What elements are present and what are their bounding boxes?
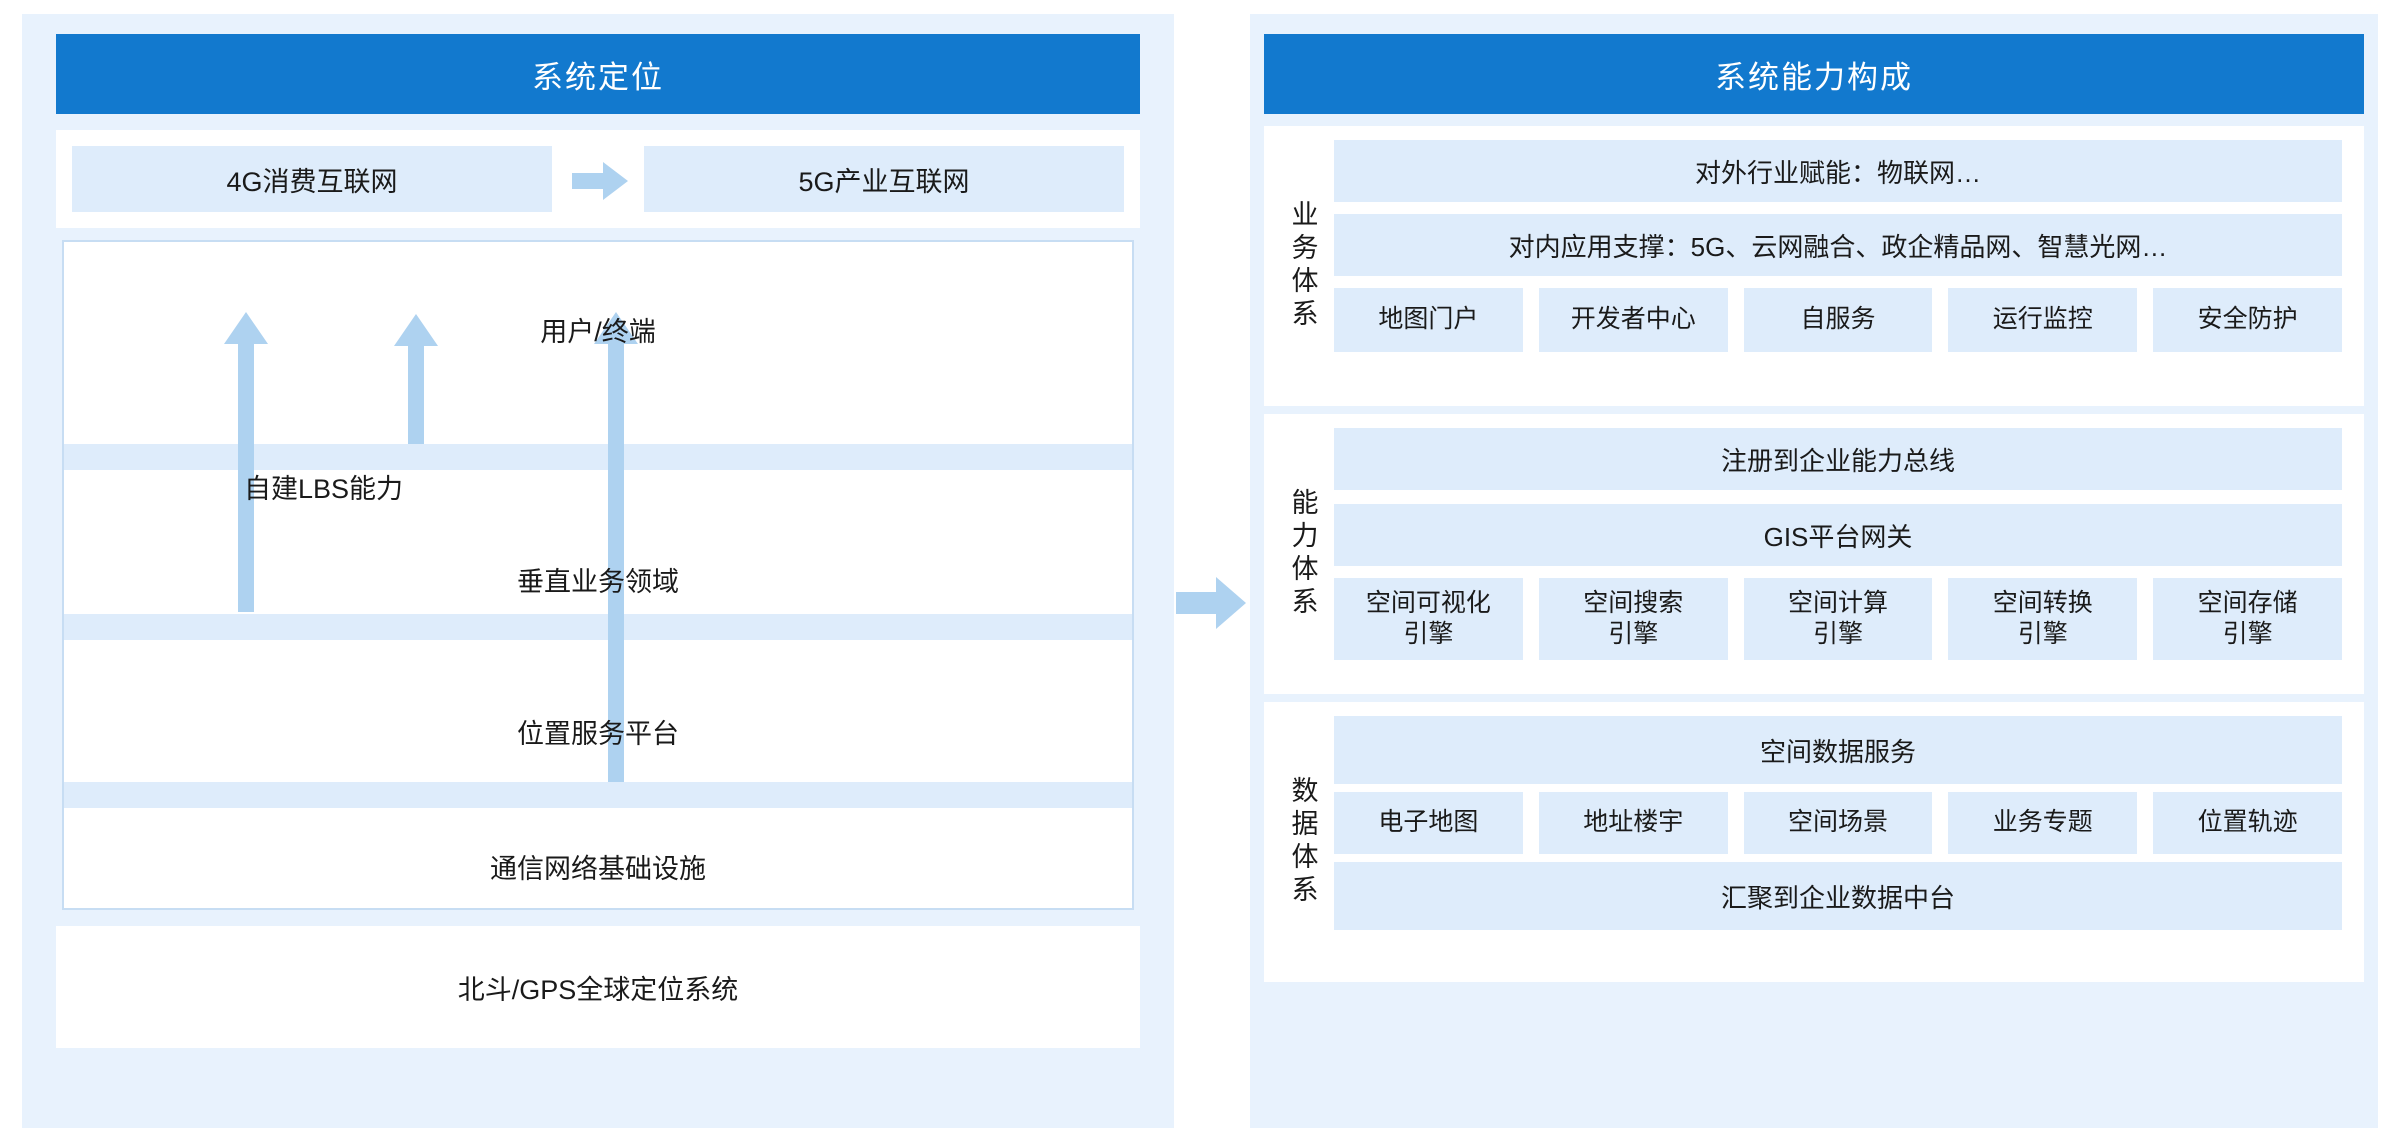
business-external-enablement-bar: 对外行业赋能：物联网… bbox=[1334, 140, 2342, 202]
data-aggregate-midplatform-bar: 汇聚到企业数据中台 bbox=[1334, 862, 2342, 930]
up-arrow-icon bbox=[594, 312, 638, 787]
evolution-strip: 4G消费互联网 5G产业互联网 bbox=[56, 130, 1140, 228]
spacer bbox=[1334, 490, 2342, 504]
chip-spatial-visualization-engine[interactable]: 空间可视化 引擎 bbox=[1334, 578, 1523, 660]
stack-layer-vertical-business: 垂直业务领域 bbox=[517, 567, 679, 597]
section-data-system: 数据体系 空间数据服务 电子地图 地址楼宇 空间场景 业务专题 位置轨迹 汇聚到… bbox=[1264, 702, 2364, 982]
section-business-system: 业务体系 对外行业赋能：物联网… 对内应用支撑：5G、云网融合、政企精品网、智慧… bbox=[1264, 126, 2364, 406]
stack-divider-band bbox=[64, 782, 1132, 808]
capability-register-bus-bar: 注册到企业能力总线 bbox=[1334, 428, 2342, 490]
foundation-gps-box: 北斗/GPS全球定位系统 bbox=[56, 926, 1140, 1048]
chip-developer-center[interactable]: 开发者中心 bbox=[1538, 288, 1728, 352]
architecture-stack-box: 用户/终端 自建LBS能力 垂直业务领域 位置服务平台 通信网络基础设施 bbox=[62, 240, 1134, 910]
up-arrow-icon bbox=[224, 312, 268, 617]
capability-chip-row: 空间可视化 引擎 空间搜索 引擎 空间计算 引擎 空间转换 引擎 空间存储 引擎 bbox=[1334, 578, 2342, 660]
spacer bbox=[1334, 784, 2342, 792]
data-chip-row: 电子地图 地址楼宇 空间场景 业务专题 位置轨迹 bbox=[1334, 792, 2342, 854]
right-arrow-icon bbox=[1176, 577, 1246, 629]
right-panel-title: 系统能力构成 bbox=[1264, 34, 2364, 114]
spacer bbox=[1334, 202, 2342, 214]
stack-layer-user-terminal: 用户/终端 bbox=[540, 317, 656, 347]
chip-spatial-computation-engine[interactable]: 空间计算 引擎 bbox=[1743, 578, 1933, 660]
evolution-to-box: 5G产业互联网 bbox=[644, 146, 1124, 212]
chip-spatial-search-engine[interactable]: 空间搜索 引擎 bbox=[1538, 578, 1728, 660]
evolution-from-box: 4G消费互联网 bbox=[72, 146, 552, 212]
right-arrow-icon bbox=[572, 162, 628, 200]
chip-self-service[interactable]: 自服务 bbox=[1743, 288, 1933, 352]
business-chip-row: 地图门户 开发者中心 自服务 运行监控 安全防护 bbox=[1334, 288, 2342, 352]
section-label-data: 数据体系 bbox=[1287, 776, 1318, 908]
up-arrow-icon bbox=[394, 314, 438, 449]
left-panel-title: 系统定位 bbox=[56, 34, 1140, 114]
left-panel: 系统定位 4G消费互联网 5G产业互联网 bbox=[22, 14, 1174, 1128]
right-panel: 系统能力构成 业务体系 对外行业赋能：物联网… 对内应用支撑：5G、云网融合、政… bbox=[1250, 14, 2378, 1128]
stack-divider-band bbox=[64, 614, 1132, 640]
section-label-business: 业务体系 bbox=[1287, 200, 1318, 332]
stack-layer-location-platform: 位置服务平台 bbox=[517, 719, 679, 749]
chip-electronic-map[interactable]: 电子地图 bbox=[1334, 792, 1523, 854]
chip-map-portal[interactable]: 地图门户 bbox=[1334, 288, 1523, 352]
chip-business-topic[interactable]: 业务专题 bbox=[1948, 792, 2138, 854]
capability-gis-gateway-bar: GIS平台网关 bbox=[1334, 504, 2342, 566]
section-capability-system: 能力体系 注册到企业能力总线 GIS平台网关 空间可视化 引擎 空间搜索 引擎 … bbox=[1264, 414, 2364, 694]
chip-location-track[interactable]: 位置轨迹 bbox=[2153, 792, 2342, 854]
chip-address-building[interactable]: 地址楼宇 bbox=[1538, 792, 1728, 854]
stack-layer-network-infrastructure: 通信网络基础设施 bbox=[490, 854, 706, 884]
self-built-lbs-annotation: 自建LBS能力 bbox=[244, 474, 404, 504]
chip-security-protect[interactable]: 安全防护 bbox=[2153, 288, 2342, 352]
chip-spatial-transform-engine[interactable]: 空间转换 引擎 bbox=[1948, 578, 2138, 660]
chip-spatial-scene[interactable]: 空间场景 bbox=[1743, 792, 1933, 854]
spacer bbox=[1334, 566, 2342, 578]
data-spatial-service-bar: 空间数据服务 bbox=[1334, 716, 2342, 784]
chip-runtime-monitor[interactable]: 运行监控 bbox=[1948, 288, 2138, 352]
chip-spatial-storage-engine[interactable]: 空间存储 引擎 bbox=[2153, 578, 2342, 660]
spacer bbox=[1334, 854, 2342, 862]
section-label-capability: 能力体系 bbox=[1287, 488, 1318, 620]
business-internal-support-bar: 对内应用支撑：5G、云网融合、政企精品网、智慧光网… bbox=[1334, 214, 2342, 276]
spacer bbox=[1334, 276, 2342, 288]
